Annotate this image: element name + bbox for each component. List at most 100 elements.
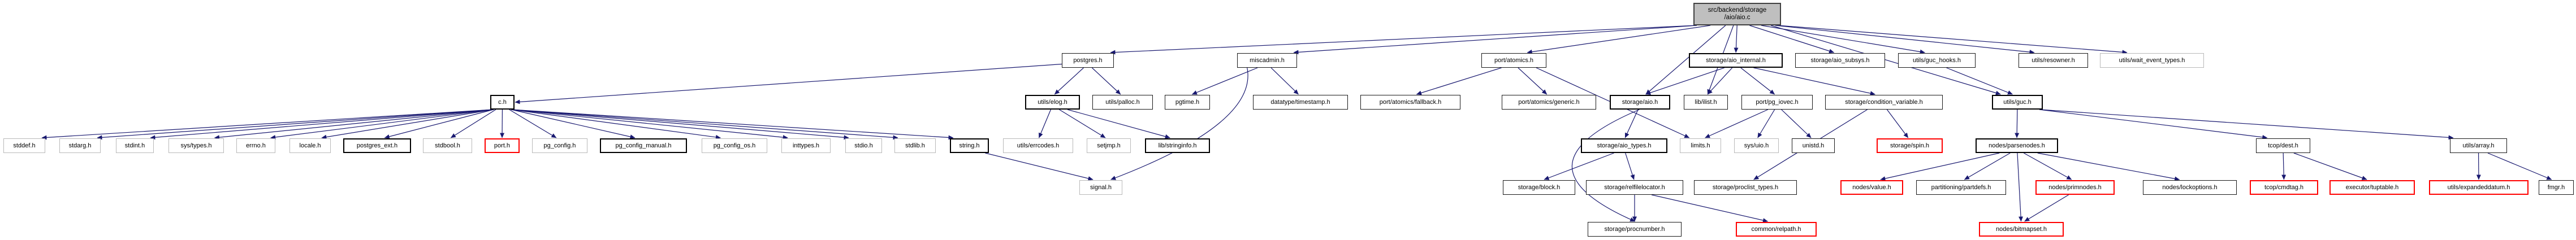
include-edge-c_h-to-pg_config_h <box>509 109 557 138</box>
graph-node-stdlib-h: stdlib.h <box>894 138 936 153</box>
graph-node-unistd-h[interactable]: unistd.h <box>1792 138 1835 153</box>
graph-node-tcop-dest-h[interactable]: tcop/dest.h <box>2256 138 2310 153</box>
include-edge-aio_c-to-port_atomics_h <box>1527 25 1711 54</box>
include-edge-nodes_parsenodes_h-to-nodes_primnodes_h <box>2024 152 2072 180</box>
graph-node-utils-resowner-h[interactable]: utils/resowner.h <box>2019 53 2088 68</box>
graph-node-storage-aio-subsys-h[interactable]: storage/aio_subsys.h <box>1795 53 1885 68</box>
graph-node-pg-config-manual-h[interactable]: pg_config_manual.h <box>600 138 687 153</box>
include-edge-nodes_parsenodes_h-to-nodes_bitmapset_h <box>2017 152 2024 222</box>
include-edge-port_atomics_h-to-port_atomics_generic_h <box>1518 67 1548 95</box>
graph-node-stdbool-h: stdbool.h <box>423 138 472 153</box>
include-edge-nodes_parsenodes_h-to-partitioning_partdefs_h <box>1964 152 2011 180</box>
graph-node-datatype-timestamp-h[interactable]: datatype/timestamp.h <box>1253 95 1348 110</box>
include-edge-c_h-to-inttypes_h <box>511 109 788 140</box>
graph-node-lib-stringinfo-h[interactable]: lib/stringinfo.h <box>1145 138 1210 153</box>
include-edge-storage_aio_h-to-storage_aio_types_h <box>1624 109 1639 138</box>
include-edge-miscadmin_h-to-datatype_timestamp_h <box>1270 67 1299 95</box>
graph-node-lib-ilist-h[interactable]: lib/ilist.h <box>1684 95 1728 110</box>
include-edge-storage_aio_types_h-to-storage_relfilelocator_h <box>1625 152 1635 180</box>
include-edge-postgres_h-to-utils_elog_h <box>1054 67 1084 95</box>
graph-node-utils-errcodes-h: utils/errcodes.h <box>1003 138 1073 153</box>
graph-node-aio-c: src/backend/storage /aio/aio.c <box>1693 3 1781 25</box>
graph-node-utils-array-h[interactable]: utils/array.h <box>2450 138 2507 153</box>
graph-node-errno-h: errno.h <box>236 138 275 153</box>
include-edge-c_h-to-pg_config_os_h <box>511 109 721 139</box>
graph-node-storage-procnumber-h[interactable]: storage/procnumber.h <box>1588 222 1682 237</box>
graph-node-utils-elog-h[interactable]: utils/elog.h <box>1025 95 1080 110</box>
graph-node-port-atomics-generic-h[interactable]: port/atomics/generic.h <box>1502 95 1596 110</box>
graph-node-setjmp-h: setjmp.h <box>1087 138 1131 153</box>
graph-node-miscadmin-h[interactable]: miscadmin.h <box>1237 53 1297 68</box>
include-edge-string_h-to-signal_h <box>985 152 1093 181</box>
graph-node-nodes-primnodes-h[interactable]: nodes/primnodes.h <box>2035 180 2115 195</box>
include-edge-c_h-to-stddef_h <box>41 109 494 140</box>
graph-node-port-atomics-h[interactable]: port/atomics.h <box>1481 53 1546 68</box>
include-edge-utils_guc_h-to-tcop_dest_h <box>2039 109 2268 139</box>
include-edge-storage_aio_types_h-to-storage_block_h <box>1544 152 1614 180</box>
include-edge-c_h-to-pg_config_manual_h <box>511 109 636 139</box>
include-edge-port_pg_iovec_h-to-limits_h <box>1705 109 1768 138</box>
include-edge-aio_c-to-miscadmin_h <box>1293 25 1697 55</box>
graph-node-postgres-h[interactable]: postgres.h <box>1062 53 1114 68</box>
include-edge-c_h-to-string_h <box>511 109 954 140</box>
graph-node-nodes-value-h[interactable]: nodes/value.h <box>1840 180 1903 195</box>
graph-node-storage-proclist-types-h[interactable]: storage/proclist_types.h <box>1694 180 1797 195</box>
graph-node-utils-wait-event-types-h: utils/wait_event_types.h <box>2100 53 2204 68</box>
include-edge-port_pg_iovec_h-to-unistd_h <box>1781 109 1812 138</box>
include-edge-storage_aio_internal_h-to-storage_condition_variable_h <box>1753 67 1875 96</box>
graph-node-fmgr-h[interactable]: fmgr.h <box>2539 180 2574 195</box>
include-edge-miscadmin_h-to-pgtime_h <box>1191 67 1258 95</box>
graph-node-utils-guc-h[interactable]: utils/guc.h <box>1992 95 2043 110</box>
graph-node-port-pg-iovec-h[interactable]: port/pg_iovec.h <box>1741 95 1813 110</box>
include-edge-tcop_dest_h-to-executor_tuptable_h <box>2293 152 2367 180</box>
include-edge-storage_aio_internal_h-to-lib_ilist_h <box>1707 67 1733 95</box>
graph-node-port-h[interactable]: port.h <box>485 138 520 153</box>
graph-node-storage-relfilelocator-h[interactable]: storage/relfilelocator.h <box>1586 180 1683 195</box>
graph-node-storage-block-h[interactable]: storage/block.h <box>1503 180 1575 195</box>
graph-node-utils-palloc-h[interactable]: utils/palloc.h <box>1092 95 1153 110</box>
include-edge-nodes_parsenodes_h-to-nodes_lockoptions_h <box>2037 152 2180 181</box>
include-edge-aio_c-to-storage_aio_subsys_h <box>1749 25 1835 54</box>
graph-node-tcop-cmdtag-h[interactable]: tcop/cmdtag.h <box>2250 180 2318 195</box>
graph-node-string-h[interactable]: string.h <box>950 138 989 153</box>
include-edge-c_h-to-sys_types_h <box>214 109 494 140</box>
include-edge-c_h-to-postgres_ext_h <box>384 109 494 139</box>
graph-node-storage-spin-h[interactable]: storage/spin.h <box>1877 138 1943 153</box>
include-edge-utils_elog_h-to-setjmp_h <box>1059 109 1106 138</box>
include-edge-nodes_parsenodes_h-to-nodes_value_h <box>1880 152 2000 181</box>
include-edge-c_h-to-stdarg_h <box>97 109 494 140</box>
include-edge-storage_aio_internal_h-to-port_pg_iovec_h <box>1740 67 1775 95</box>
graph-node-partitioning-partdefs-h[interactable]: partitioning/partdefs.h <box>1916 180 2006 195</box>
include-edge-postgres_h-to-utils_palloc_h <box>1091 67 1121 95</box>
graph-node-storage-aio-h[interactable]: storage/aio.h <box>1610 95 1670 110</box>
graph-node-nodes-lockoptions-h[interactable]: nodes/lockoptions.h <box>2143 180 2237 195</box>
graph-node-nodes-parsenodes-h[interactable]: nodes/parsenodes.h <box>1976 138 2058 153</box>
graph-node-storage-aio-types-h[interactable]: storage/aio_types.h <box>1581 138 1667 153</box>
include-edge-c_h-to-stdbool_h <box>450 109 496 138</box>
graph-node-storage-condition-variable-h[interactable]: storage/condition_variable.h <box>1825 95 1943 110</box>
graph-node-nodes-bitmapset-h[interactable]: nodes/bitmapset.h <box>1979 222 2064 237</box>
graph-node-utils-guc-hooks-h[interactable]: utils/guc_hooks.h <box>1898 53 1976 68</box>
graph-node-limits-h: limits.h <box>1680 138 1721 153</box>
graph-node-utils-expandeddatum-h[interactable]: utils/expandeddatum.h <box>2429 180 2529 195</box>
include-edge-storage_aio_internal_h-to-storage_aio_h <box>1645 67 1724 95</box>
include-edge-aio_c-to-utils_guc_hooks_h <box>1761 25 1925 54</box>
include-edge-aio_c-to-utils_guc_h <box>1770 25 2001 95</box>
graph-node-common-relpath-h[interactable]: common/relpath.h <box>1736 222 1817 237</box>
graph-node-pgtime-h[interactable]: pgtime.h <box>1165 95 1210 110</box>
graph-node-stdio-h: stdio.h <box>845 138 882 153</box>
graph-node-executor-tuptable-h[interactable]: executor/tuptable.h <box>2329 180 2415 195</box>
include-edge-utils_array_h-to-fmgr_h <box>2487 152 2552 180</box>
graph-node-port-atomics-fallback-h[interactable]: port/atomics/fallback.h <box>1360 95 1460 110</box>
graph-node-c-h[interactable]: c.h <box>490 95 515 110</box>
include-edge-c_h-to-stdint_h <box>150 109 494 140</box>
graph-node-stddef-h: stddef.h <box>3 138 45 153</box>
graph-node-storage-aio-internal-h[interactable]: storage/aio_internal.h <box>1689 53 1783 68</box>
include-edge-aio_c-to-storage_aio_internal_h <box>1734 25 1739 53</box>
graph-node-postgres-ext-h[interactable]: postgres_ext.h <box>343 138 411 153</box>
include-edge-port_atomics_h-to-port_atomics_fallback_h <box>1416 67 1502 95</box>
include-edge-utils_guc_hooks_h-to-utils_guc_h <box>1946 67 2013 95</box>
include-edge-utils_elog_h-to-utils_errcodes_h <box>1038 109 1051 138</box>
